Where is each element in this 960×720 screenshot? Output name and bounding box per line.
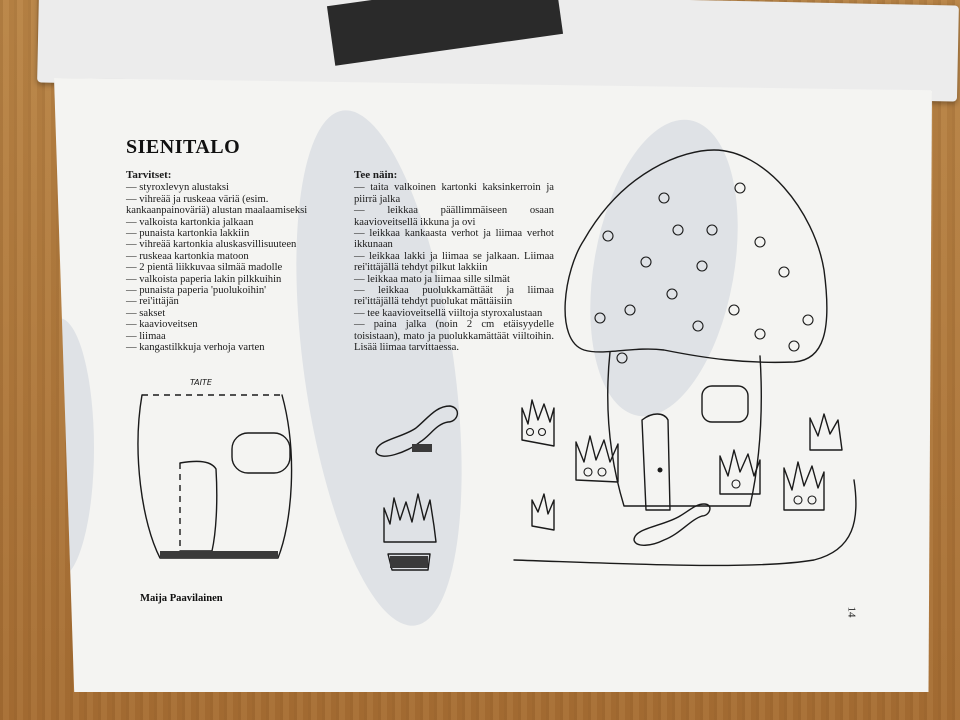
house-door: [641, 413, 671, 511]
mushroom-house-illustration: [513, 149, 857, 567]
list-item: — kaavioveitsen: [126, 319, 198, 331]
list-item: — leikkaa päällimmäiseen osaan kaaviovei…: [354, 205, 554, 228]
list-item: — vihreää ja ruskeaa väriä (esim. kankaa…: [126, 193, 308, 217]
stem-pattern-diagram: TAITE: [137, 378, 293, 559]
lingonberry-tufts: [521, 399, 843, 531]
door-cutout: [179, 460, 218, 552]
instructions-section: Tee näin: — taita valkoinen kartonki kak…: [354, 169, 554, 354]
list-item: — 2 pientä liikkuvaa silmää madolle: [126, 262, 283, 274]
materials-list: — styroxlevyn alustaksi — vihreää ja rus…: [126, 182, 326, 353]
cap-spots: [594, 182, 814, 364]
list-item: — ruskeaa kartonkia matoon: [126, 250, 249, 262]
window-cutout: [231, 432, 291, 474]
list-item: — vihreää kartonkia aluskasvillisuuteen: [126, 239, 297, 251]
stem-base-band: [160, 551, 278, 558]
list-item: — leikkaa lakki ja liimaa se jalkaan. Li…: [354, 250, 554, 274]
list-item: — tee kaavioveitsellä viiltoja styroxalu…: [354, 307, 543, 319]
list-item: — leikkaa kankaasta verhot ja liimaa ver…: [354, 228, 554, 251]
worm: [633, 503, 711, 546]
list-item: — taita valkoinen kartonki kaksinkerroin…: [354, 182, 554, 205]
list-item: — valkoista kartonkia jalkaan: [126, 216, 254, 228]
worm-base: [412, 444, 432, 452]
list-item: — kangastilkkuja verhoja varten: [126, 342, 265, 354]
list-item: — liimaa: [126, 330, 166, 342]
page-number: 14: [845, 606, 858, 618]
list-item: — leikkaa mato ja liimaa sille silmät: [354, 273, 510, 285]
list-item: — valkoista paperia lakin pilkkuihin: [126, 273, 282, 285]
fold-label: TAITE: [190, 378, 213, 387]
instructions-heading: Tee näin:: [354, 169, 398, 181]
materials-heading: Tarvitset:: [126, 169, 172, 181]
worm-pattern: [375, 405, 458, 457]
materials-section: Tarvitset: — styroxlevyn alustaksi — vih…: [126, 169, 326, 354]
door-knob: [657, 467, 663, 473]
house-window: [701, 385, 749, 423]
grass-pattern: [383, 493, 437, 571]
grass-base-fill: [390, 556, 428, 568]
instructions-list: — taita valkoinen kartonki kaksinkerroin…: [354, 182, 554, 353]
list-item: — punaista kartonkia lakkiin: [126, 228, 250, 240]
article-title: SIENITALO: [126, 136, 241, 158]
list-item: — rei'ittäjän: [126, 296, 179, 308]
list-item: — styroxlevyn alustaksi: [126, 182, 229, 194]
magazine-page: SIENITALO Tarvitset: — styroxlevyn alust…: [54, 78, 932, 692]
mushroom-cap: [564, 149, 828, 364]
mushroom-stem: [607, 351, 762, 507]
list-item: — sakset: [126, 307, 166, 319]
list-item: — paina jalka (noin 2 cm etäisyydelle to…: [354, 319, 554, 354]
list-item: — leikkaa puolukkamättäät ja liimaa rei'…: [354, 285, 554, 308]
author-name: Maija Paavilainen: [140, 593, 223, 604]
list-item: — punaista paperia 'puolukoihin': [126, 285, 267, 297]
ground-edge: [513, 479, 857, 567]
grass-tufts: [383, 493, 437, 543]
